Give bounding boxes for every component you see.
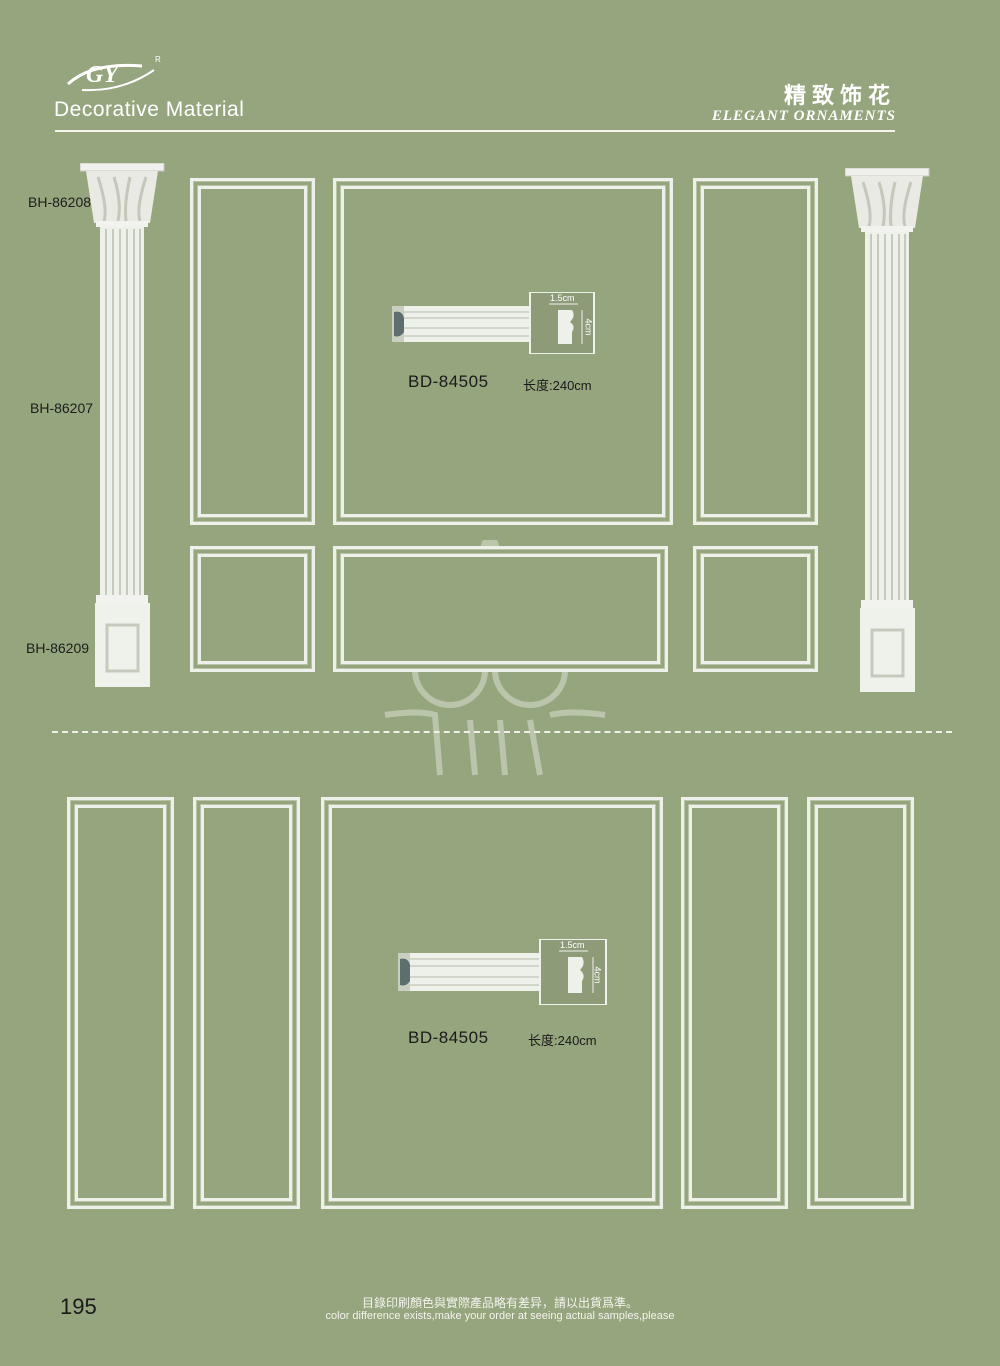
bottom-right-small-panel	[693, 546, 818, 672]
top-right-tall-panel	[693, 178, 818, 525]
bottom-center-wide-panel	[333, 546, 668, 672]
page-number: 195	[60, 1294, 97, 1319]
logo-registered: R	[155, 55, 161, 64]
lower-panel-1	[67, 797, 174, 1209]
capital-code-label: BH-86208	[28, 194, 92, 210]
right-column	[845, 168, 930, 692]
catalog-title-en: ELEGANT ORNAMENTS	[711, 108, 896, 124]
molding-bottom-length: 长度:240cm	[528, 1033, 597, 1048]
molding-top-name: BD-84505	[408, 372, 489, 391]
molding-top-height-label: 4cm	[583, 318, 594, 336]
disclaimer-en: color difference exists,make your order …	[325, 1310, 675, 1322]
molding-bottom-height-label: 4cm	[592, 966, 603, 984]
molding-sample-top	[392, 292, 595, 354]
logo-text: GY	[86, 62, 120, 88]
lower-panel-2	[193, 797, 300, 1209]
catalog-title-cn: 精致饰花	[783, 83, 896, 109]
header-divider	[55, 130, 895, 132]
bottom-left-small-panel	[190, 546, 315, 672]
base-code-label: BH-86209	[26, 640, 90, 656]
molding-top-width-label: 1.5cm	[550, 293, 575, 303]
top-left-tall-panel	[190, 178, 315, 525]
shaft-code-label: BH-86207	[30, 400, 94, 416]
gy-logo: GY R	[66, 55, 161, 92]
brand-subtitle: Decorative Material	[54, 98, 245, 121]
lower-panel-5	[807, 797, 914, 1209]
section-divider	[52, 731, 952, 733]
disclaimer-cn: 目錄印刷顏色與實際產品略有差异，請以出貨爲準。	[361, 1296, 638, 1310]
left-column	[80, 163, 165, 687]
lower-panel-4	[681, 797, 788, 1209]
molding-bottom-name: BD-84505	[408, 1028, 489, 1047]
molding-sample-bottom	[398, 939, 607, 1005]
molding-bottom-width-label: 1.5cm	[560, 940, 585, 950]
top-center-panel	[333, 178, 673, 525]
molding-top-length: 长度:240cm	[523, 378, 592, 393]
